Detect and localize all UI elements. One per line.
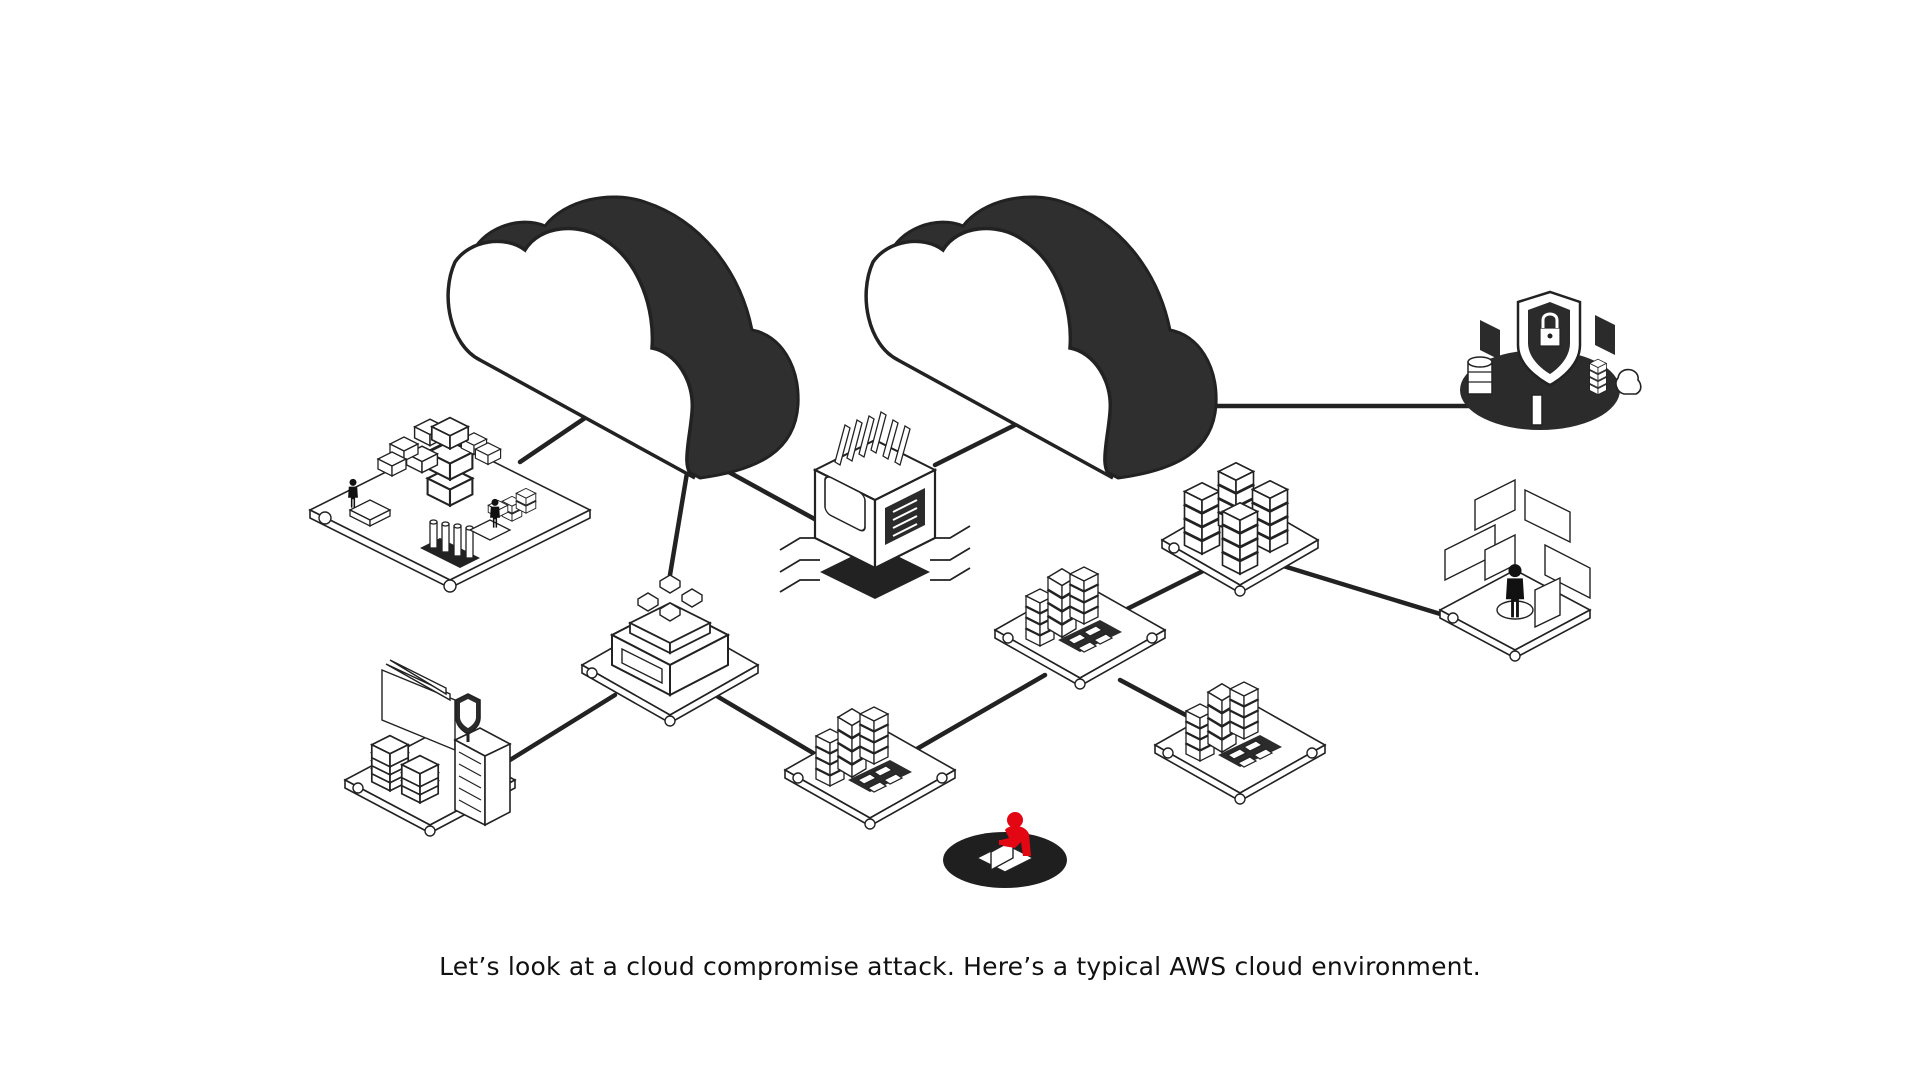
user-workspace-node [1438, 478, 1592, 662]
office-campus-node [308, 416, 592, 593]
cloud-left-icon [446, 195, 800, 480]
attacker-icon [943, 812, 1067, 888]
server-cluster-node-2 [993, 567, 1167, 690]
server-cluster-node-1 [783, 707, 957, 830]
caption-text: Let’s look at a cloud compromise attack.… [439, 952, 1481, 981]
firewall-datacenter-node [343, 659, 517, 837]
security-shield-node [1460, 290, 1642, 430]
gateway-hub-node [580, 574, 760, 727]
storage-stack-node [1160, 463, 1320, 597]
server-cluster-node-3 [1153, 682, 1327, 805]
cloud-right-icon [864, 195, 1218, 480]
processor-chip-node [779, 410, 971, 599]
